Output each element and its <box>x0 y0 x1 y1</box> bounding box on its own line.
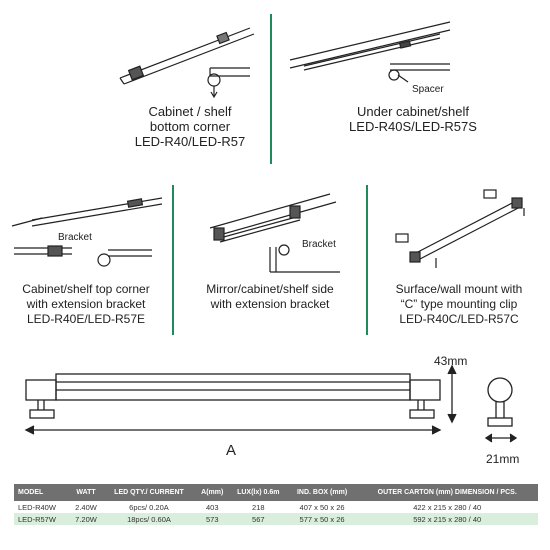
table-cell: 403 <box>195 501 229 513</box>
caption-line: Cabinet / shelf <box>148 104 232 119</box>
col-outer-carton: OUTER CARTON (mm) DIMENSION / PCS. <box>356 484 538 501</box>
under-cabinet-caption: Under cabinet/shelf LED-R40S/LED-R57S <box>278 104 548 134</box>
top-corner-illustration <box>11 197 163 267</box>
table-cell: 18pcs/ 0.60A <box>102 513 196 525</box>
caption-line: Surface/wall mount with <box>395 282 523 296</box>
caption-line: Mirror/cabinet/shelf side <box>206 282 334 296</box>
table-cell: 6pcs/ 0.20A <box>102 501 196 513</box>
table-cell: 422 x 215 x 280 / 40 <box>356 501 538 513</box>
divider-top <box>270 14 272 164</box>
col-ind-box: IND. BOX (mm) <box>287 484 357 501</box>
caption-line: LED-R40E/LED-R57E <box>26 312 146 326</box>
height-dimension: 43mm <box>434 354 468 368</box>
caption-line: LED-R40C/LED-R57C <box>399 312 519 326</box>
top-corner-caption: Cabinet/shelf top corner with extension … <box>0 282 172 327</box>
spacer-callout: Spacer <box>412 84 444 95</box>
divider-mid-left <box>172 185 174 335</box>
caption-line: with extension bracket <box>26 297 146 311</box>
caption-line: with extension bracket <box>210 297 330 311</box>
divider-mid-right <box>366 185 368 335</box>
bottom-corner-caption: Cabinet / shelf bottom corner LED-R40/LE… <box>100 104 280 149</box>
caption-line: LED-R40S/LED-R57S <box>349 119 477 134</box>
caption-line: bottom corner <box>149 119 231 134</box>
table-cell: 218 <box>228 501 288 513</box>
table-cell: 407 x 50 x 26 <box>287 501 357 513</box>
col-led-qty: LED QTY./ CURRENT <box>102 484 196 501</box>
table-header-row: MODEL WATT LED QTY./ CURRENT A(mm) LUX(l… <box>14 484 538 501</box>
col-watt: WATT <box>69 484 103 501</box>
surface-mount-caption: Surface/wall mount with “C” type mountin… <box>368 282 550 327</box>
mirror-side-caption: Mirror/cabinet/shelf side with extension… <box>174 282 366 312</box>
col-lux: LUX(lx) 0.6m <box>228 484 288 501</box>
caption-line: Cabinet/shelf top corner <box>22 282 150 296</box>
table-cell: 2.40W <box>69 501 103 513</box>
col-a: A(mm) <box>195 484 229 501</box>
length-dimension: A <box>226 442 237 459</box>
spec-table: MODEL WATT LED QTY./ CURRENT A(mm) LUX(l… <box>14 484 538 525</box>
table-cell: LED-R57W <box>14 513 70 525</box>
col-model: MODEL <box>14 484 70 501</box>
table-cell: 573 <box>195 513 229 525</box>
caption-line: “C” type mounting clip <box>400 297 518 311</box>
caption-line: Under cabinet/shelf <box>356 104 469 119</box>
mirror-side-illustration <box>209 193 340 273</box>
table-cell: 592 x 215 x 280 / 40 <box>356 513 538 525</box>
table-cell: 567 <box>228 513 288 525</box>
under-cabinet-illustration <box>289 21 451 83</box>
table-cell: LED-R40W <box>14 501 70 513</box>
caption-line: LED-R40/LED-R57 <box>134 134 246 149</box>
table-row: LED-R40W 2.40W 6pcs/ 0.20A 403 218 407 x… <box>14 501 538 513</box>
width-dimension: 21mm <box>486 452 520 466</box>
side-view-drawing <box>24 364 518 443</box>
surface-mount-illustration <box>395 189 525 268</box>
table-cell: 577 x 50 x 26 <box>287 513 357 525</box>
bracket-callout-right: Bracket <box>302 239 336 250</box>
table-cell: 7.20W <box>69 513 103 525</box>
table-row: LED-R57W 7.20W 18pcs/ 0.60A 573 567 577 … <box>14 513 538 525</box>
bracket-callout-left: Bracket <box>58 232 92 243</box>
bottom-corner-illustration <box>119 27 255 99</box>
